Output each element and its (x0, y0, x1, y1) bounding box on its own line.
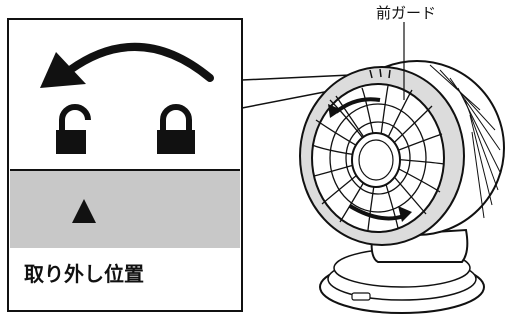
circulator-fan-illustration (299, 60, 505, 314)
guard-rotation-arrow-bottom-icon (348, 204, 412, 222)
front-guard-callout: 前ガード (376, 4, 436, 100)
triangle-up-icon (72, 199, 96, 223)
unlocked-padlock-icon (56, 104, 91, 154)
removal-position-label: 取り外し位置 (24, 262, 144, 286)
front-guard-label: 前ガード (376, 4, 436, 22)
guard-rotation-arrow-top-icon (328, 97, 381, 118)
fan-center-hub (351, 132, 401, 188)
guard-ring-marks (369, 68, 391, 79)
locked-padlock-icon (157, 104, 195, 154)
rotate-left-arrow-icon (40, 42, 214, 88)
instruction-inset: 取り外し位置 (7, 18, 243, 312)
base-switch (351, 292, 371, 301)
alignment-band (10, 170, 240, 248)
